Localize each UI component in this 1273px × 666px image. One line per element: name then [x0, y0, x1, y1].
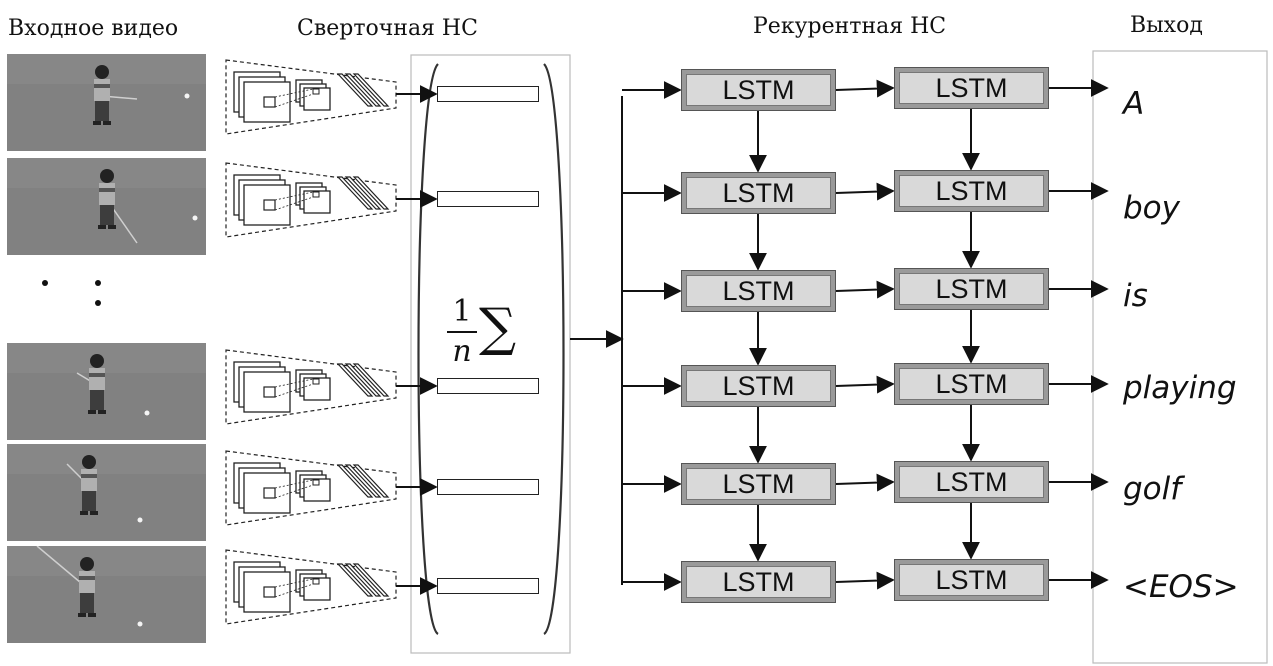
output-word: A: [1123, 86, 1145, 122]
header-rnn: Рекурентная НС: [753, 14, 947, 39]
lstm-horizontal-arrow: [835, 571, 895, 590]
lstm-horizontal-arrow: [835, 473, 895, 492]
lstm-cell: LSTM: [894, 461, 1049, 503]
output-word: <EOS>: [1123, 569, 1239, 605]
video-frame: [7, 158, 206, 255]
cnn-icon: [225, 59, 397, 135]
video-frame: [7, 444, 206, 541]
lstm-horizontal-arrow: [835, 182, 895, 201]
left-bracket: [417, 63, 439, 635]
right-bracket: [543, 63, 565, 635]
output-word: golf: [1123, 471, 1182, 507]
lstm-horizontal-arrow: [835, 79, 895, 98]
lstm-cell: LSTM: [681, 270, 836, 312]
output-word: is: [1123, 278, 1148, 314]
formula-numerator: 1: [452, 294, 472, 329]
video-frame: [7, 54, 206, 151]
lstm-cell: LSTM: [681, 561, 836, 603]
feature-vector: [437, 578, 539, 594]
output-word: playing: [1123, 370, 1237, 406]
cnn-icon: [225, 162, 397, 238]
lstm-cell: LSTM: [681, 365, 836, 407]
ellipsis-dot: [95, 280, 101, 286]
lstm-cell: LSTM: [894, 170, 1049, 212]
feature-vector: [437, 378, 539, 394]
lstm-horizontal-arrow: [835, 280, 895, 299]
header-input-video: Входное видео: [8, 16, 179, 41]
feature-vector: [437, 479, 539, 495]
cnn-icon: [225, 349, 397, 425]
video-frame: [7, 546, 206, 643]
output-panel: [1092, 50, 1268, 664]
header-output: Выход: [1130, 13, 1203, 38]
formula-denominator: n: [452, 334, 472, 369]
cnn-icon: [225, 549, 397, 625]
output-word: boy: [1123, 190, 1180, 226]
lstm-cell: LSTM: [681, 463, 836, 505]
lstm-cell: LSTM: [681, 69, 836, 111]
feature-vector: [437, 191, 539, 207]
formula-sum: ∑: [479, 298, 517, 358]
lstm-cell: LSTM: [894, 268, 1049, 310]
cnn-icon: [225, 450, 397, 526]
lstm-horizontal-arrow: [835, 375, 895, 394]
ellipsis-dot: [95, 300, 101, 306]
ellipsis-dot: [42, 280, 48, 286]
lstm-cell: LSTM: [894, 363, 1049, 405]
pooling-panel: [410, 54, 571, 654]
lstm-cell: LSTM: [894, 67, 1049, 109]
header-cnn: Сверточная НС: [297, 16, 478, 41]
formula-fraction-bar: [447, 331, 477, 333]
lstm-cell: LSTM: [681, 172, 836, 214]
feature-vector: [437, 86, 539, 102]
lstm-cell: LSTM: [894, 559, 1049, 601]
video-frame: [7, 343, 206, 440]
